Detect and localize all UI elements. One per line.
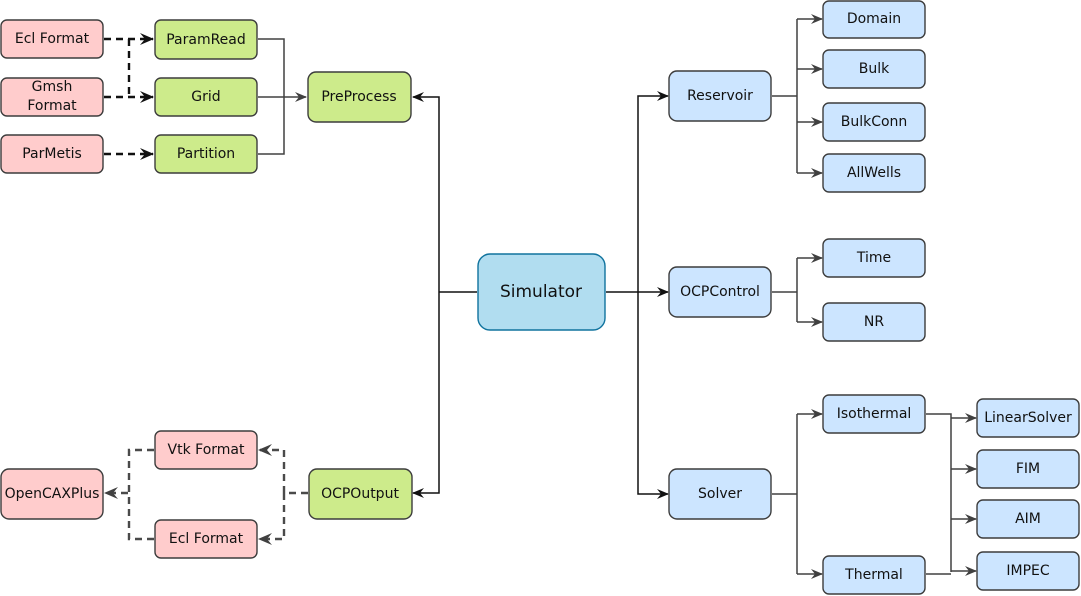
node-nr[interactable]: NR: [822, 302, 926, 342]
node-bulk[interactable]: Bulk: [822, 49, 926, 89]
node-label: BulkConn: [841, 114, 908, 130]
edge-solver-trunk: [772, 414, 798, 574]
node-label: Bulk: [859, 61, 890, 77]
node-bulkconn[interactable]: BulkConn: [822, 102, 926, 142]
node-label: IMPEC: [1006, 563, 1049, 579]
node-vtk-format[interactable]: Vtk Format: [154, 430, 258, 470]
node-gmsh-format[interactable]: Gmsh Format: [0, 77, 104, 117]
edge-vtk-opencax: [127, 448, 154, 493]
node-label: Partition: [177, 146, 235, 162]
node-label: ParamRead: [166, 32, 246, 48]
edge-ocpcontrol-trunk: [772, 258, 798, 322]
node-label-line1: Gmsh: [32, 79, 73, 95]
node-label: PreProcess: [321, 89, 396, 105]
node-ocpoutput[interactable]: OCPOutput: [308, 468, 413, 520]
node-label: Thermal: [844, 567, 903, 583]
node-simulator[interactable]: Simulator: [477, 253, 606, 331]
node-grid[interactable]: Grid: [154, 77, 258, 117]
edge-iso-thermal-trunk: [926, 413, 952, 575]
node-ocpcontrol[interactable]: OCPControl: [668, 266, 772, 318]
edges: [104, 14, 977, 579]
node-label: Solver: [698, 486, 742, 502]
node-time[interactable]: Time: [822, 238, 926, 278]
node-label: OpenCAXPlus: [5, 486, 100, 502]
node-label: FIM: [1016, 461, 1040, 477]
node-isothermal[interactable]: Isothermal: [822, 394, 926, 434]
node-label: Domain: [847, 11, 901, 27]
node-impec[interactable]: IMPEC: [976, 551, 1080, 591]
node-linearsolver[interactable]: LinearSolver: [976, 398, 1080, 438]
node-partition[interactable]: Partition: [154, 134, 258, 174]
node-label: Time: [856, 250, 891, 266]
node-label: Vtk Format: [168, 442, 245, 458]
node-label: AIM: [1015, 511, 1041, 527]
node-paramread[interactable]: ParamRead: [154, 19, 258, 60]
edge-simulator-solver: [637, 292, 669, 499]
node-label: Isothermal: [837, 406, 912, 422]
node-solver[interactable]: Solver: [668, 468, 772, 520]
edge-simulator-reservoir: [637, 91, 669, 292]
edge-simulator-ocpoutput: [412, 292, 440, 498]
node-parmetis[interactable]: ParMetis: [0, 134, 104, 174]
node-allwells[interactable]: AllWells: [822, 153, 926, 193]
node-label: Ecl Format: [169, 531, 244, 547]
node-opencaxplus[interactable]: OpenCAXPlus: [0, 468, 104, 520]
node-label: LinearSolver: [984, 410, 1072, 426]
edge-reservoir-trunk: [772, 19, 798, 173]
node-label: OCPControl: [680, 284, 760, 300]
node-label: Simulator: [500, 282, 582, 302]
node-thermal[interactable]: Thermal: [822, 555, 926, 595]
node-domain[interactable]: Domain: [822, 0, 926, 39]
node-label: Grid: [191, 89, 220, 105]
node-label: ParMetis: [22, 146, 82, 162]
node-ecl-format-input[interactable]: Ecl Format: [0, 19, 104, 59]
node-preprocess[interactable]: PreProcess: [307, 71, 412, 123]
node-fim[interactable]: FIM: [976, 449, 1080, 489]
node-label: Reservoir: [687, 88, 753, 104]
node-label: OCPOutput: [321, 486, 399, 502]
node-label: AllWells: [847, 165, 901, 181]
node-ecl-format-output[interactable]: Ecl Format: [154, 519, 258, 559]
edge-simulator-preprocess: [412, 92, 440, 292]
node-label-line2: Format: [27, 98, 77, 114]
edge-ocpoutput-vtk: [258, 444, 286, 493]
edge-ocpoutput-eclformat: [258, 493, 286, 545]
node-label: Ecl Format: [15, 31, 90, 47]
edge-eclformat-opencax: [104, 487, 154, 541]
node-aim[interactable]: AIM: [976, 499, 1080, 539]
node-reservoir[interactable]: Reservoir: [668, 70, 772, 122]
node-label: NR: [864, 314, 884, 330]
